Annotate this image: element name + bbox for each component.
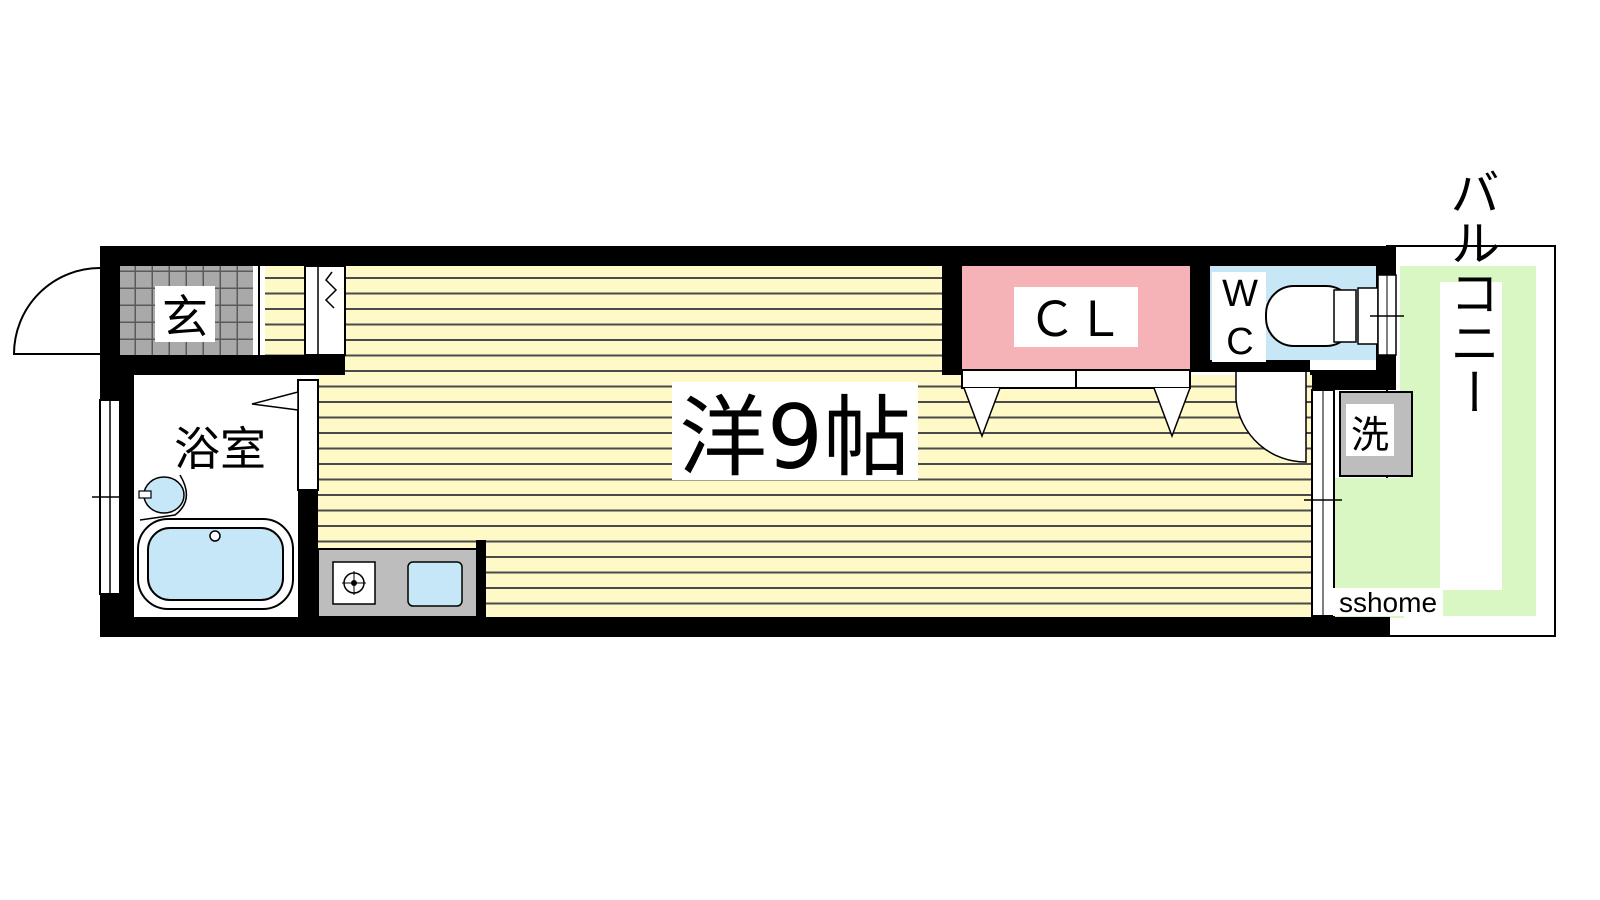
shoe-cabinet	[304, 265, 346, 356]
western-floor-upper	[345, 266, 942, 380]
toilet-door-swing	[1235, 372, 1307, 463]
closet	[961, 266, 1191, 439]
closet-door-right	[1153, 387, 1191, 439]
laundry-area	[1304, 389, 1413, 617]
closet-door-left	[963, 387, 1001, 439]
genkan	[12, 265, 346, 356]
closet-label: ＣＬ	[1028, 294, 1124, 347]
balcony-label: バルコニー	[1442, 167, 1500, 417]
laundry-label: 洗	[1351, 413, 1389, 457]
bath-label: 浴室	[174, 422, 266, 476]
toilet-label-c: C	[1226, 321, 1253, 363]
western-room-label: 洋9帖	[679, 386, 911, 489]
watermark: sshome	[1339, 587, 1437, 618]
toilet-room	[1210, 266, 1404, 463]
bathroom	[92, 375, 319, 617]
kitchen	[317, 540, 486, 620]
bathroom-door	[297, 379, 319, 491]
sink-icon	[407, 561, 463, 607]
genkan-label: 玄	[162, 290, 208, 344]
walls	[100, 246, 1396, 637]
entrance-door-swing	[12, 267, 101, 355]
toilet-label-w: W	[1222, 273, 1258, 315]
